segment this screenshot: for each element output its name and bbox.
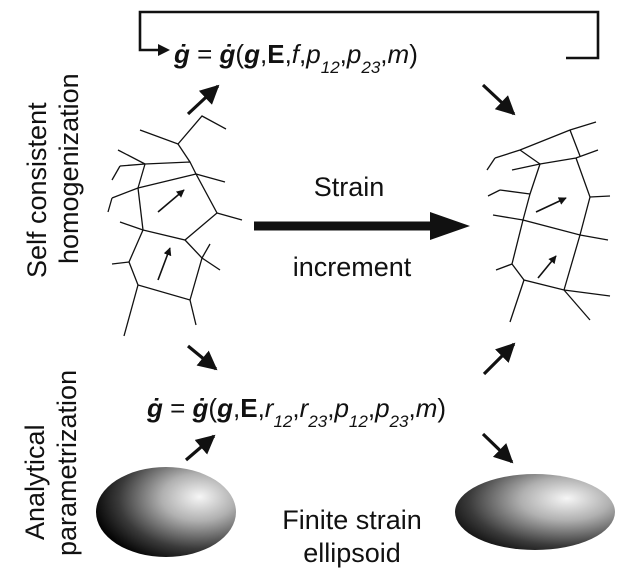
grain-arrow-left-1 bbox=[157, 189, 185, 213]
arrow-up-left-top bbox=[186, 84, 220, 116]
strain-label: Strain bbox=[314, 172, 385, 202]
arrow-up-right-bottom bbox=[482, 342, 516, 376]
arrow-down-right-bottom-left bbox=[186, 344, 218, 371]
side-label-top-line2: homogenization bbox=[54, 73, 84, 264]
equation-bottom: ġ = ġ(g,E,r12,r23,p12,p23,m) bbox=[146, 393, 446, 431]
side-label-bottom-line2: parametrization bbox=[52, 370, 82, 556]
grain-arrow-right-1 bbox=[535, 197, 567, 213]
side-label-bottom: Analytical parametrization bbox=[20, 370, 82, 556]
grain-network-right bbox=[486, 121, 611, 323]
arrow-up-right-bottom-left bbox=[184, 434, 216, 462]
feedback-arrowhead-icon bbox=[158, 44, 170, 56]
side-label-top-line1: Self consistent bbox=[22, 102, 52, 278]
equation-top: ġ = ġ(g,E,f,p12,p23,m) bbox=[173, 39, 418, 77]
side-label-bottom-line1: Analytical bbox=[20, 424, 50, 540]
strain-arrow-head-icon bbox=[430, 212, 470, 240]
grain-arrow-left-2 bbox=[157, 247, 172, 281]
feedback-loop-line bbox=[138, 10, 600, 60]
ellipsoid-caption-line1: Finite strain bbox=[282, 505, 422, 535]
arrow-down-right-top bbox=[481, 83, 516, 116]
arrow-down-right-bottom-right bbox=[481, 432, 514, 464]
ellipsoid-initial bbox=[96, 467, 236, 557]
side-label-top: Self consistent homogenization bbox=[22, 73, 84, 278]
ellipsoid-caption-line2: ellipsoid bbox=[303, 538, 401, 568]
ellipsoid-deformed bbox=[455, 474, 615, 550]
grain-network-left bbox=[107, 115, 243, 337]
increment-label: increment bbox=[293, 252, 412, 282]
grain-arrow-right-2 bbox=[537, 255, 557, 279]
